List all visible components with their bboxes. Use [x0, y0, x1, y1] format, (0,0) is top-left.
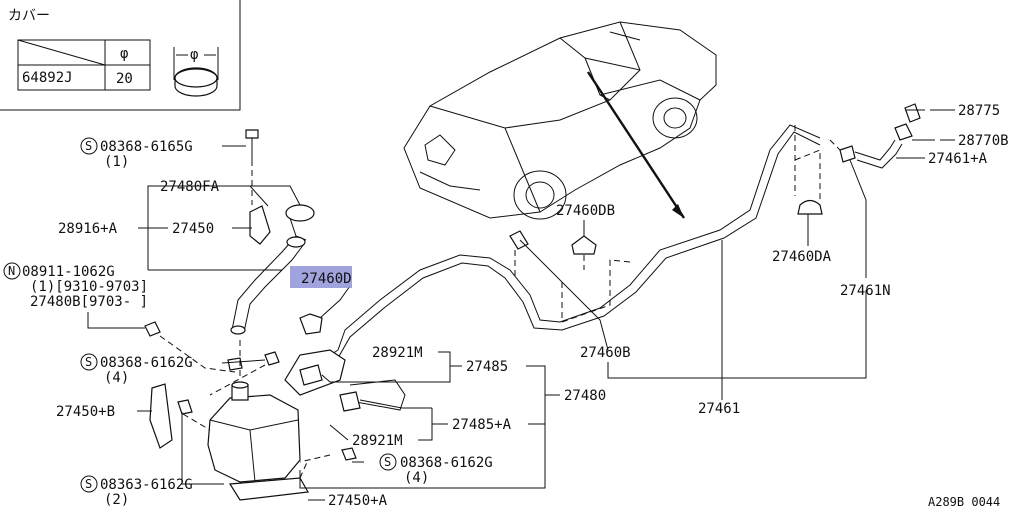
label-27460DB[interactable]: 27460DB	[556, 203, 615, 219]
label-28770B[interactable]: 28770B	[958, 133, 1009, 149]
label-28921M-a[interactable]: 28921M	[372, 345, 423, 361]
label-bolt-right[interactable]: 08368-6162G	[400, 455, 493, 471]
label-28916A[interactable]: 28916+A	[58, 221, 118, 237]
label-27450[interactable]: 27450	[172, 221, 214, 237]
label-27480B[interactable]: 27480B[9703- ]	[30, 294, 148, 310]
car-illustration	[403, 21, 717, 220]
label-27460DA[interactable]: 27460DA	[772, 249, 832, 265]
label-27460D[interactable]: 27460D	[301, 271, 352, 287]
label-27480FA[interactable]: 27480FA	[160, 179, 220, 195]
cover-dim-label: φ	[190, 47, 198, 63]
circled-prefixes: S N S S S	[3, 137, 397, 493]
label-28921M-b[interactable]: 28921M	[352, 433, 403, 449]
part-labels: 08368-6165G (1) 27480FA 28916+A 27450 08…	[22, 103, 1009, 509]
label-nut[interactable]: 08911-1062G	[22, 264, 115, 280]
label-27480[interactable]: 27480	[564, 388, 606, 404]
label-27461N[interactable]: 27461N	[840, 283, 891, 299]
svg-text:N: N	[8, 264, 15, 278]
cover-phi-header: φ	[120, 46, 128, 62]
highlight-27460D	[290, 266, 352, 288]
diagram-code: A289B 0044	[928, 495, 1000, 509]
svg-text:S: S	[85, 355, 92, 369]
washer-tank-assembly	[144, 129, 361, 501]
label-bolt-bot[interactable]: 08363-6162G	[100, 477, 193, 493]
label-28775[interactable]: 28775	[958, 103, 1000, 119]
label-27461[interactable]: 27461	[698, 401, 740, 417]
label-bolt-right-qty: (4)	[404, 470, 429, 486]
label-27485[interactable]: 27485	[466, 359, 508, 375]
cover-diameter-value: 20	[116, 71, 133, 87]
cover-part-number: 64892J	[22, 70, 73, 86]
label-bolt-mid[interactable]: 08368-6162G	[100, 355, 193, 371]
label-27450B[interactable]: 27450+B	[56, 404, 115, 420]
label-27461A[interactable]: 27461+A	[928, 151, 988, 167]
cover-table: カバー φ 64892J 20 φ	[0, 0, 241, 111]
label-bolt-top[interactable]: 08368-6165G	[100, 139, 193, 155]
svg-text:S: S	[384, 455, 391, 469]
label-bolt-top-qty: (1)	[104, 154, 129, 170]
label-nut-note: (1)[9310-9703]	[30, 279, 148, 295]
label-27485A[interactable]: 27485+A	[452, 417, 512, 433]
cover-title: カバー	[8, 8, 50, 24]
svg-text:S: S	[85, 139, 92, 153]
label-bolt-bot-qty: (2)	[104, 492, 129, 508]
label-27450A[interactable]: 27450+A	[328, 493, 388, 509]
label-bolt-mid-qty: (4)	[104, 370, 129, 386]
label-27460B[interactable]: 27460B	[580, 345, 631, 361]
svg-text:S: S	[85, 477, 92, 491]
leader-lines	[87, 109, 935, 501]
cover-cap-drawing: φ	[173, 47, 219, 97]
